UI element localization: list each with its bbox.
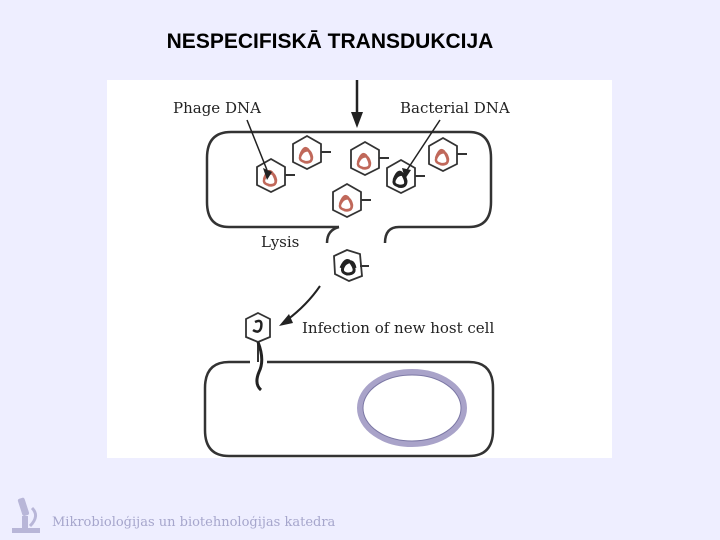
- bacterial-dna-pointer: [406, 119, 441, 171]
- host-chromosome-ring: [357, 369, 467, 447]
- phage-dna-label: Phage DNA: [173, 99, 261, 117]
- lysing-cell-outline: [205, 130, 493, 244]
- infection-label: Infection of new host cell: [302, 319, 494, 337]
- transduction-diagram: Phage DNA Bacterial DNA Lysis Infection …: [107, 80, 612, 458]
- attached-phage: [245, 311, 271, 392]
- microscope-icon: [12, 497, 40, 533]
- footer: Mikrobioloģijas un biotehnoloģijas kated…: [8, 494, 428, 534]
- phage-with-phage-dna: [332, 182, 371, 219]
- released-transducing-phage: [333, 249, 369, 282]
- phage-dna-pointer: [246, 119, 268, 171]
- phage-with-phage-dna: [292, 134, 331, 171]
- incoming-arrow: [351, 80, 363, 128]
- phage-with-phage-dna: [256, 157, 295, 194]
- infection-arrow: [279, 285, 321, 326]
- phage-with-phage-dna: [428, 136, 467, 173]
- bacterial-dna-label: Bacterial DNA: [400, 99, 510, 117]
- footer-department-name: Mikrobioloģijas un biotehnoloģijas kated…: [52, 515, 336, 530]
- slide-title: NESPECIFISKĀ TRANSDUKCIJA: [166, 30, 494, 53]
- new-host-cell-outline: [203, 360, 495, 458]
- phage-with-phage-dna: [350, 140, 389, 177]
- lysis-label: Lysis: [261, 233, 299, 251]
